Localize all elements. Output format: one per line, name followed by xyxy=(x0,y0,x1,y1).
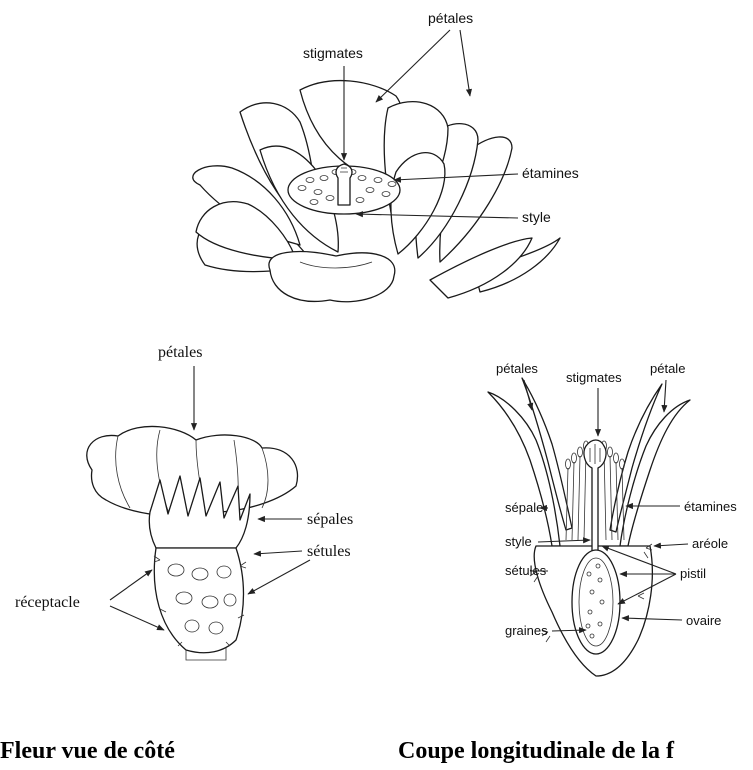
label-petales-top: pétales xyxy=(428,10,473,26)
label-stigmates-top: stigmates xyxy=(303,45,363,61)
caption-side-view: Fleur vue de côté xyxy=(0,738,175,764)
label-setules-side: sétules xyxy=(307,543,351,560)
label-stigmates-section: stigmates xyxy=(566,370,622,385)
label-etamines-top: étamines xyxy=(522,165,579,181)
arrow-receptacle-upper xyxy=(110,570,152,600)
top-flower-drawing xyxy=(193,81,560,302)
arrow-setules-side-upper xyxy=(254,551,302,554)
label-receptacle-side: réceptacle xyxy=(15,594,80,611)
label-ovaire-section: ovaire xyxy=(686,613,721,628)
arrow-style-section xyxy=(538,540,590,542)
label-petales-side: pétales xyxy=(158,344,202,361)
label-style-top: style xyxy=(522,209,551,225)
caption-section: Coupe longitudinale de la f xyxy=(398,738,675,764)
arrow-areole-section xyxy=(654,544,688,546)
label-petales-section: pétales xyxy=(496,361,538,376)
arrow-receptacle-lower xyxy=(110,606,164,630)
arrow-petale-section xyxy=(664,380,666,412)
arrow-petales-top-right xyxy=(460,30,470,96)
label-style-section: style xyxy=(505,534,532,549)
label-petale-section: pétale xyxy=(650,361,685,376)
side-flower-drawing xyxy=(87,426,298,660)
label-etamines-section: étamines xyxy=(684,499,737,514)
label-graines-section: graines xyxy=(505,623,548,638)
label-sepale-section: sépale xyxy=(505,500,543,515)
label-sepales-side: sépales xyxy=(307,511,353,528)
arrow-petales-top-left xyxy=(376,30,450,102)
label-pistil-section: pistil xyxy=(680,566,706,581)
arrow-setules-side-lower xyxy=(248,560,310,594)
label-areole-section: aréole xyxy=(692,536,728,551)
